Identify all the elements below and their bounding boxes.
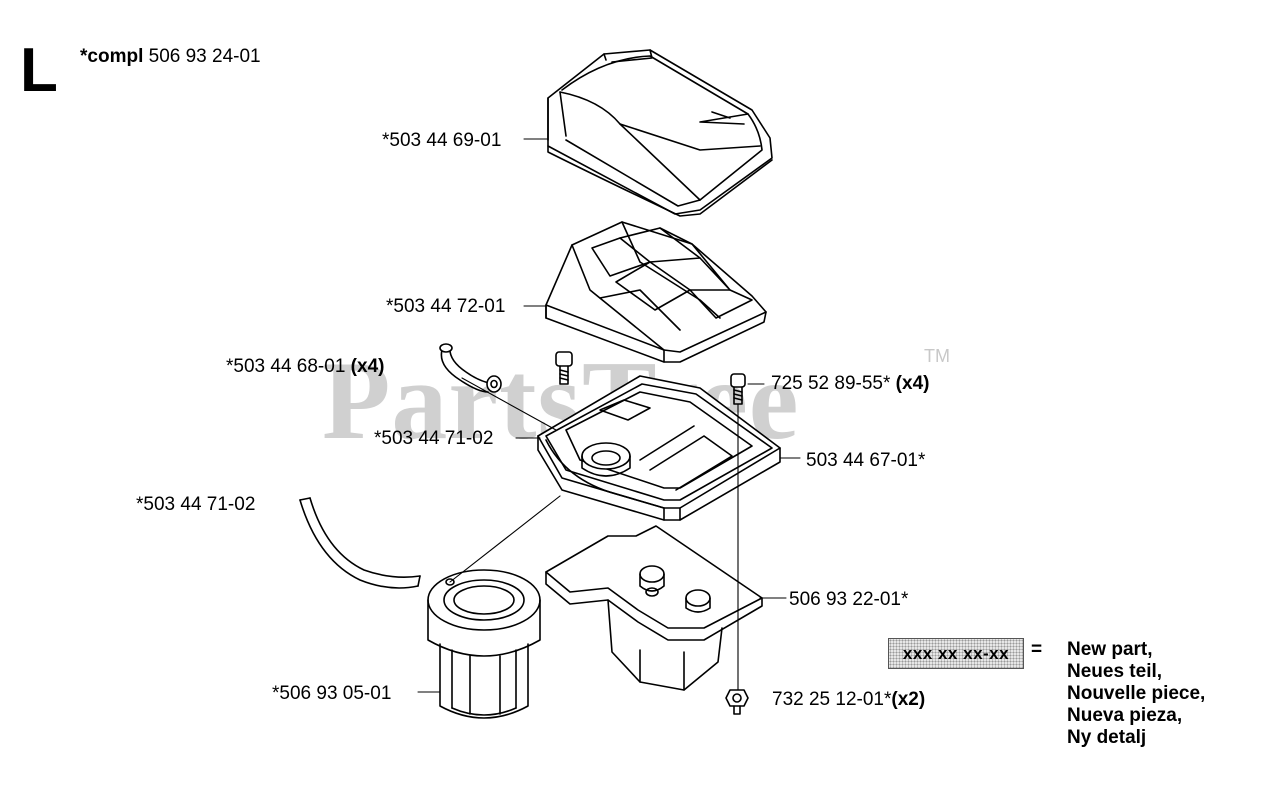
- breather-tube-drawing: [299, 497, 421, 589]
- part-callout-filter-element[interactable]: *503 44 72-01: [386, 296, 505, 318]
- part-number: 506 93 22-01*: [789, 589, 909, 610]
- legend-sample: xxx xx xx-xx: [888, 638, 1024, 669]
- screw-left-drawing: [555, 351, 573, 385]
- part-callout-screw[interactable]: 725 52 89-55* (x4): [771, 373, 929, 395]
- base-plate-drawing: [545, 525, 763, 691]
- filter-cup-drawing: [427, 569, 541, 719]
- assembly-label: *compl 506 93 24-01: [80, 46, 261, 68]
- part-number: *506 93 05-01: [272, 683, 392, 704]
- part-qty: (x2): [891, 689, 926, 710]
- part-number: *503 44 72-01: [386, 296, 506, 317]
- leader-lines: [417, 138, 801, 693]
- part-callout-filter-cup[interactable]: *506 93 05-01: [272, 683, 391, 705]
- part-callout-hose[interactable]: *503 44 68-01 (x4): [226, 356, 384, 378]
- part-qty: (x4): [350, 356, 385, 377]
- screw-right-drawing: [730, 373, 746, 405]
- assembly-number: 506 93 24-01: [148, 46, 261, 67]
- section-letter: L: [20, 36, 58, 105]
- part-number: 503 44 67-01*: [806, 450, 926, 471]
- part-callout-base-plate[interactable]: 506 93 22-01*: [789, 589, 908, 611]
- part-number: *503 44 71-02: [136, 494, 256, 515]
- filter-holder-drawing: [537, 375, 781, 521]
- legend-equals: =: [1031, 639, 1043, 660]
- legend-line: Nouvelle piece,: [1067, 683, 1206, 704]
- part-callout-nut[interactable]: 732 25 12-01*(x2): [772, 689, 925, 711]
- legend-line: Ny detalj: [1067, 727, 1147, 748]
- part-callout-tube-upper[interactable]: *503 44 71-02: [374, 428, 493, 450]
- hose-drawing: [439, 343, 502, 393]
- part-number: *503 44 71-02: [374, 428, 494, 449]
- part-qty: (x4): [895, 373, 930, 394]
- part-callout-cover[interactable]: *503 44 69-01: [382, 130, 501, 152]
- part-number: *503 44 68-01: [226, 356, 346, 377]
- legend-text: New part, Neues teil, Nouvelle piece, Nu…: [1067, 639, 1205, 749]
- legend-line: New part,: [1067, 639, 1153, 660]
- part-number: 725 52 89-55*: [771, 373, 891, 394]
- part-number: *503 44 69-01: [382, 130, 502, 151]
- part-callout-tube-lower[interactable]: *503 44 71-02: [136, 494, 255, 516]
- watermark-tm: TM: [924, 346, 950, 366]
- part-number: 732 25 12-01*: [772, 689, 892, 710]
- filter-element-drawing: [545, 221, 767, 363]
- filter-cover-drawing: [547, 49, 773, 217]
- assembly-prefix: *compl: [80, 46, 144, 67]
- legend-line: Neues teil,: [1067, 661, 1163, 682]
- legend-line: Nueva pieza,: [1067, 705, 1183, 726]
- part-callout-filter-holder[interactable]: 503 44 67-01*: [806, 450, 925, 472]
- nut-drawing: [725, 689, 749, 715]
